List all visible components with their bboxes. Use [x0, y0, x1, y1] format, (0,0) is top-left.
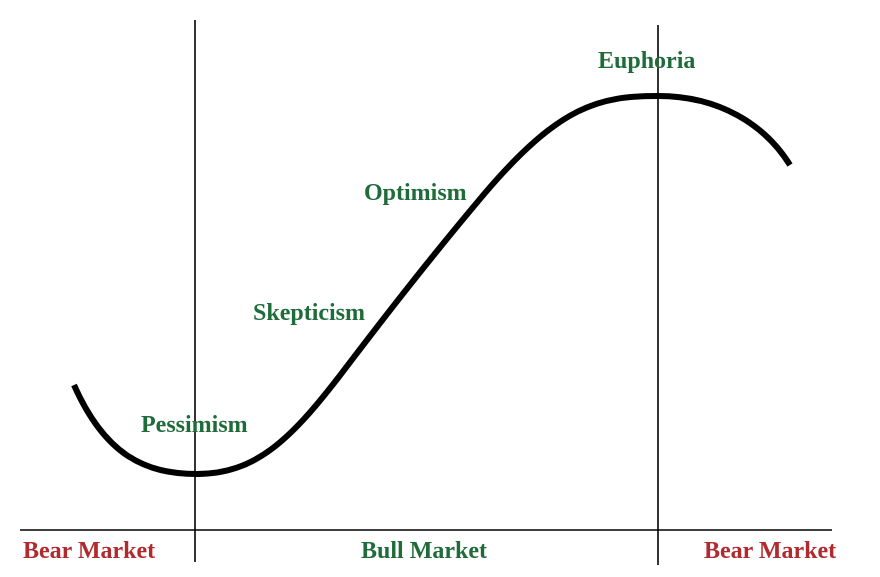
- label-optimism: Optimism: [364, 180, 467, 206]
- label-euphoria: Euphoria: [598, 48, 695, 74]
- label-skepticism: Skepticism: [253, 300, 365, 326]
- label-bull-market: Bull Market: [361, 538, 487, 564]
- label-bear-market-right: Bear Market: [704, 538, 836, 564]
- label-bear-market-left: Bear Market: [23, 538, 155, 564]
- market-cycle-curve: [71, 93, 793, 477]
- label-pessimism: Pessimism: [141, 412, 248, 438]
